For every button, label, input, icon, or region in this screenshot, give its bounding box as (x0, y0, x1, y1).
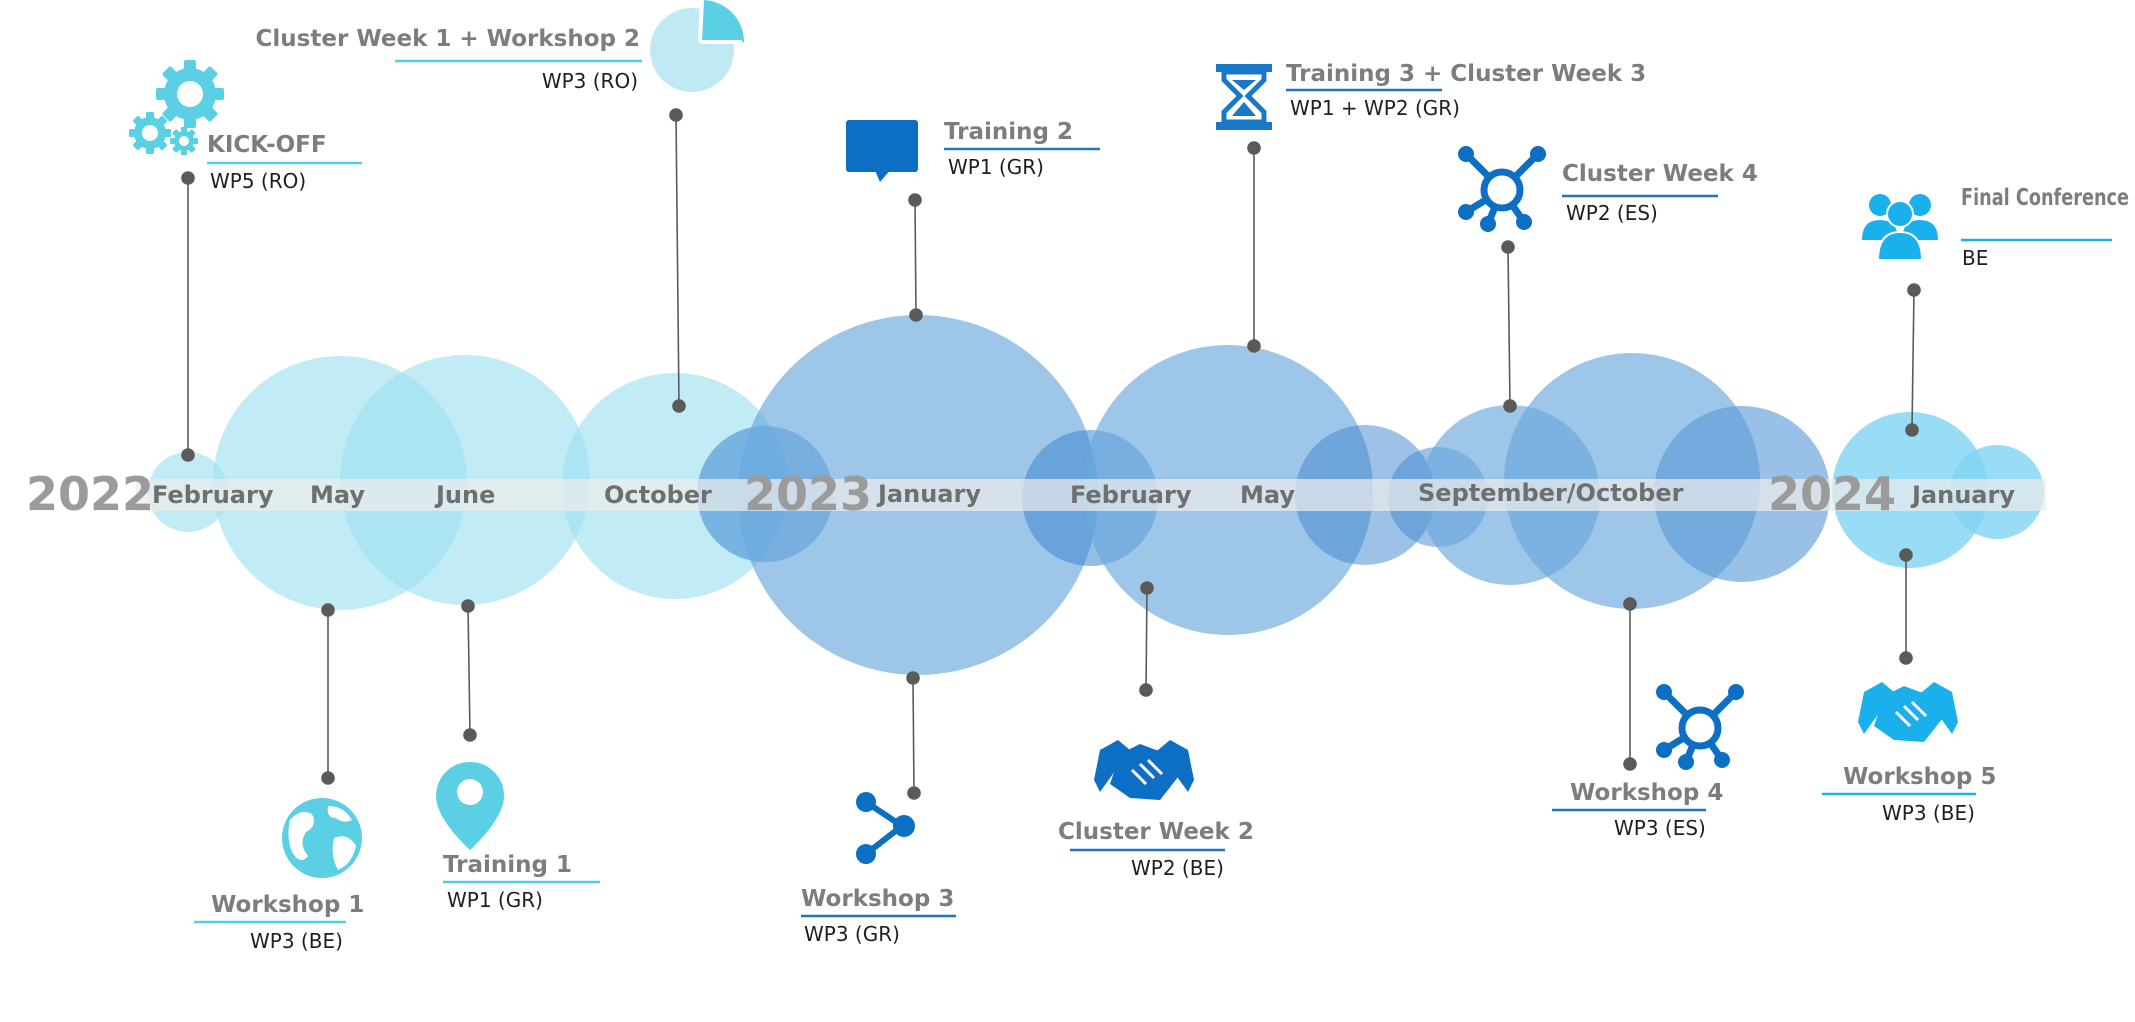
event-sub: WP1 + WP2 (GR) (1290, 96, 1460, 120)
month-label-feb22: February (152, 481, 274, 509)
speech-bubble-icon (846, 120, 918, 182)
event-title: Training 3 + Cluster Week 3 (1286, 61, 1646, 87)
network-hub-icon (1458, 146, 1546, 232)
event-w5: Workshop 5 WP3 (BE) (1822, 764, 1996, 825)
month-label-jan24: January (1910, 481, 2015, 509)
event-w3: Workshop 3 WP3 (GR) (801, 886, 956, 946)
connector-t3cw3 (1247, 141, 1261, 353)
connector-w3 (906, 671, 921, 800)
event-t3cw3: Training 3 + Cluster Week 3 WP1 + WP2 (G… (1286, 61, 1646, 120)
handshake-icon (1858, 682, 1958, 742)
month-label-sepoct23: September/October (1418, 479, 1684, 507)
year-label-2022: 2022 (26, 467, 154, 521)
connector-layer (181, 108, 1921, 800)
event-sub: WP3 (BE) (250, 929, 343, 953)
event-cw2: Cluster Week 2 WP2 (BE) (1058, 819, 1254, 880)
handshake-icon (1094, 740, 1194, 800)
event-cw1w2: Cluster Week 1 + Workshop 2 WP3 (RO) (256, 26, 642, 93)
event-training1: Training 1 WP1 (GR) (443, 852, 600, 912)
event-training2: Training 2 WP1 (GR) (944, 119, 1100, 179)
month-labels: February May June October January Februa… (152, 479, 2015, 509)
gears-icon (129, 60, 224, 155)
people-group-icon (1862, 194, 1938, 261)
event-sub: BE (1962, 246, 1988, 270)
event-title: Workshop 1 (211, 892, 364, 918)
event-final: Final Conference BE (1961, 185, 2129, 270)
event-title: Workshop 3 (801, 886, 954, 912)
share-icon (856, 792, 915, 864)
connector-cw4 (1501, 240, 1517, 413)
pie-chart-icon (650, 0, 744, 92)
month-label-may23: May (1240, 481, 1295, 509)
month-label-jan23: January (876, 480, 981, 508)
event-title-line-1: Final Conference (1961, 185, 2129, 211)
connector-cw2 (1139, 581, 1154, 697)
connector-training1 (461, 599, 477, 742)
event-sub: WP3 (GR) (804, 922, 900, 946)
event-sub: WP2 (ES) (1566, 201, 1658, 225)
connector-training2 (908, 193, 923, 322)
connector-final (1905, 283, 1921, 437)
map-pin-icon (436, 762, 504, 850)
year-label-2023: 2023 (744, 467, 872, 521)
event-cw4: Cluster Week 4 WP2 (ES) (1562, 161, 1758, 225)
event-sub: WP1 (GR) (948, 155, 1044, 179)
event-w4: Workshop 4 WP3 (ES) (1552, 780, 1723, 840)
event-kickoff: KICK-OFF WP5 (RO) (207, 132, 362, 193)
event-title: Training 1 (443, 852, 572, 878)
event-title: Cluster Week 1 + Workshop 2 (256, 26, 640, 52)
globe-icon (282, 798, 362, 878)
hourglass-icon (1216, 64, 1272, 130)
event-sub: WP1 (GR) (447, 888, 543, 912)
network-hub-icon (1656, 684, 1744, 770)
connector-w5 (1899, 548, 1913, 665)
year-label-2024: 2024 (1768, 467, 1896, 521)
connector-w4 (1623, 597, 1637, 771)
event-sub: WP2 (BE) (1131, 856, 1224, 880)
event-title: Cluster Week 4 (1562, 161, 1758, 187)
event-title: Workshop 5 (1843, 764, 1996, 790)
year-labels: 2022 2023 2024 (26, 467, 1896, 521)
event-title: Training 2 (944, 119, 1073, 145)
event-title: Cluster Week 2 (1058, 819, 1254, 845)
event-title: KICK-OFF (207, 132, 327, 158)
connector-cw1w2 (669, 108, 686, 413)
event-sub: WP3 (RO) (542, 69, 638, 93)
month-label-jun22: June (434, 481, 495, 509)
event-sub: WP3 (BE) (1882, 801, 1975, 825)
event-title: Final Conference (1961, 185, 2129, 211)
event-title: Workshop 4 (1570, 780, 1723, 806)
connector-w1 (321, 603, 335, 785)
month-label-feb23: February (1070, 481, 1192, 509)
month-label-may22: May (310, 481, 365, 509)
month-label-oct22: October (604, 481, 712, 509)
event-sub: WP5 (RO) (210, 169, 306, 193)
event-sub: WP3 (ES) (1614, 816, 1706, 840)
timeline-band (136, 479, 2046, 511)
event-w1: Workshop 1 WP3 (BE) (194, 892, 364, 953)
connector-kickoff (181, 171, 195, 462)
